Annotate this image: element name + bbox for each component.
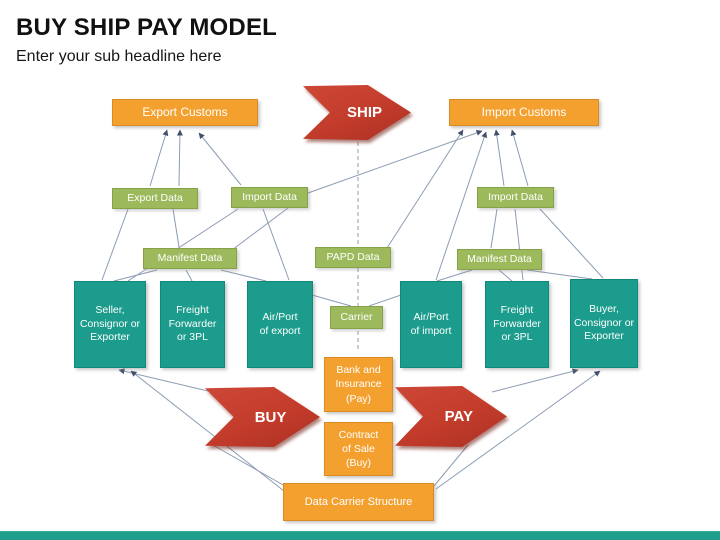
chevron-pay: PAY [395, 386, 507, 447]
edge-export_data-to-export_customs [176, 129, 183, 187]
page-subtitle: Enter your sub headline here [16, 48, 222, 65]
box-manifest-data-left: Manifest Data [143, 248, 237, 269]
edge-export_data-to-manifest_left [172, 208, 180, 248]
box-buyer: Buyer, Consignor or Exporter [570, 279, 638, 368]
chevron-buy-label: BUY [205, 387, 320, 447]
box-airport-of-import: Air/Port of import [400, 281, 462, 368]
edge-airport_export-to-carrier [311, 294, 352, 307]
edge-import_data_right-to-import_customs [493, 129, 505, 187]
edge-pay-to-dcs [433, 444, 469, 487]
box-seller: Seller, Consignor or Exporter [74, 281, 146, 368]
edge-manifest_left-to-seller [113, 269, 158, 282]
edge-import_data_right-to-manifest_right [490, 208, 498, 249]
edge-import_data_left-to-airport_export [262, 208, 290, 281]
edge-manifest_left-to-airport_export [220, 269, 267, 282]
edge-import_data_right-to-import_customs [510, 129, 529, 187]
edge-export_data-to-export_customs [149, 129, 169, 187]
box-contract-of-sale: Contract of Sale (Buy) [324, 422, 393, 476]
box-import-data-right: Import Data [477, 187, 554, 208]
edge-manifest_right-to-airport_import [436, 269, 473, 282]
chevron-ship-label: SHIP [303, 85, 411, 140]
box-carrier: Carrier [330, 306, 383, 329]
box-import-data-left: Import Data [231, 187, 308, 208]
bottom-accent-bar [0, 531, 720, 540]
edge-export_data-to-seller [101, 208, 129, 281]
box-import-customs: Import Customs [449, 99, 599, 126]
edge-buy-to-dcs [210, 443, 286, 487]
page-title: BUY SHIP PAY MODEL [16, 14, 278, 41]
edge-airport_import-to-carrier [368, 294, 402, 307]
box-freight-forwarder-left: Freight Forwarder or 3PL [160, 281, 225, 368]
edge-import_data_left-to-import_customs [307, 130, 483, 194]
edge-import_data_left-to-export_customs [198, 132, 242, 186]
edge-manifest_right-to-freight_right [498, 269, 513, 282]
box-data-carrier-structure: Data Carrier Structure [283, 483, 434, 521]
edge-manifest_right-to-buyer [526, 269, 593, 280]
chevron-pay-label: PAY [395, 386, 507, 447]
box-export-data: Export Data [112, 188, 198, 209]
edge-manifest_left-to-freight_left [185, 269, 193, 282]
box-airport-of-export: Air/Port of export [247, 281, 313, 368]
chevron-ship: SHIP [303, 85, 411, 140]
edge-import_data_left-to-seller [127, 208, 239, 282]
box-freight-forwarder-right: Freight Forwarder or 3PL [485, 281, 549, 368]
chevron-buy: BUY [205, 387, 320, 447]
box-manifest-data-right: Manifest Data [457, 249, 542, 270]
box-export-customs: Export Customs [112, 99, 258, 126]
edge-papd-to-import_customs [386, 129, 464, 249]
box-bank-and-insurance: Bank and Insurance (Pay) [324, 357, 393, 412]
edge-import_data_right-to-buyer [539, 208, 604, 279]
box-papd-data: PAPD Data [315, 247, 391, 268]
edge-buy-to-seller [118, 368, 209, 392]
